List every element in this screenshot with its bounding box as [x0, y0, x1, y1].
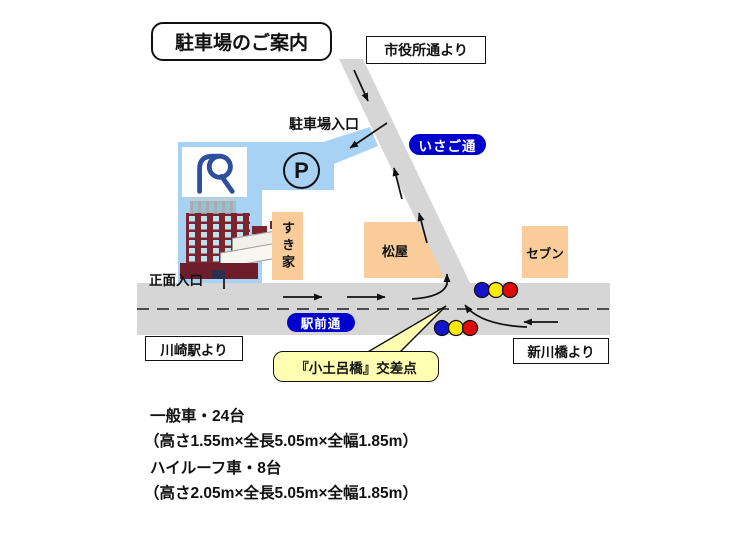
building-block	[252, 226, 267, 234]
building-penthouse	[190, 199, 236, 216]
capacity-regular-cars: 一般車・24台	[150, 408, 245, 425]
arrow-up-isago-1	[392, 167, 403, 200]
capacity-highroof-dimensions: （高さ2.05m×全長5.05m×全幅1.85m）	[144, 485, 418, 502]
parking-icon: P	[283, 152, 320, 189]
page-title: 駐車場のご案内	[151, 22, 332, 61]
direction-box-from-cityhall: 市役所通より	[366, 36, 486, 64]
landmark-sukiya: すき家	[272, 212, 303, 280]
street-sign-isago: いさご通	[409, 134, 486, 155]
isago-street-road	[339, 59, 471, 285]
traffic-light-lower-icon	[433, 319, 479, 337]
intersection-callout: 『小土呂橋』交差点	[273, 351, 439, 382]
signal-red-icon	[501, 281, 519, 299]
arrow-turn-up-from-right-lane	[464, 304, 528, 328]
direction-box-from-shinkawabashi: 新川橋より	[513, 338, 609, 364]
ekimae-street-road	[137, 283, 610, 335]
traffic-flow-arrows	[220, 69, 558, 328]
signal-blue-icon	[473, 281, 491, 299]
matsuya-building-shape	[364, 222, 444, 278]
street-sign-ekimae: 駅前通	[287, 313, 355, 332]
signal-red-icon	[461, 319, 479, 337]
building-door	[212, 270, 225, 279]
arrow-up-isago-2	[417, 212, 428, 244]
signal-yellow-icon	[447, 319, 465, 337]
hotel-logo-icon	[196, 153, 235, 194]
parking-entrance-label: 駐車場入口	[289, 116, 359, 132]
direction-box-from-kawasaki-station: 川崎駅より	[145, 336, 243, 361]
arrow-from-cityhall-down	[353, 69, 369, 102]
landmark-seven: セブン	[522, 226, 568, 278]
signal-yellow-icon	[487, 281, 505, 299]
arrow-into-parking-entrance	[349, 122, 388, 149]
arrow-turn-up-from-left-lane	[411, 273, 451, 300]
traffic-light-upper-icon	[473, 281, 519, 299]
capacity-highroof-cars: ハイルーフ車・8台	[150, 460, 282, 477]
capacity-regular-dimensions: （高さ1.55m×全長5.05m×全幅1.85m）	[144, 433, 418, 450]
main-entrance-label: 正面入口	[149, 273, 203, 288]
landmark-matsuya-label: 松屋	[381, 244, 408, 259]
hotel-logo-box	[182, 147, 247, 197]
signal-blue-icon	[433, 319, 451, 337]
